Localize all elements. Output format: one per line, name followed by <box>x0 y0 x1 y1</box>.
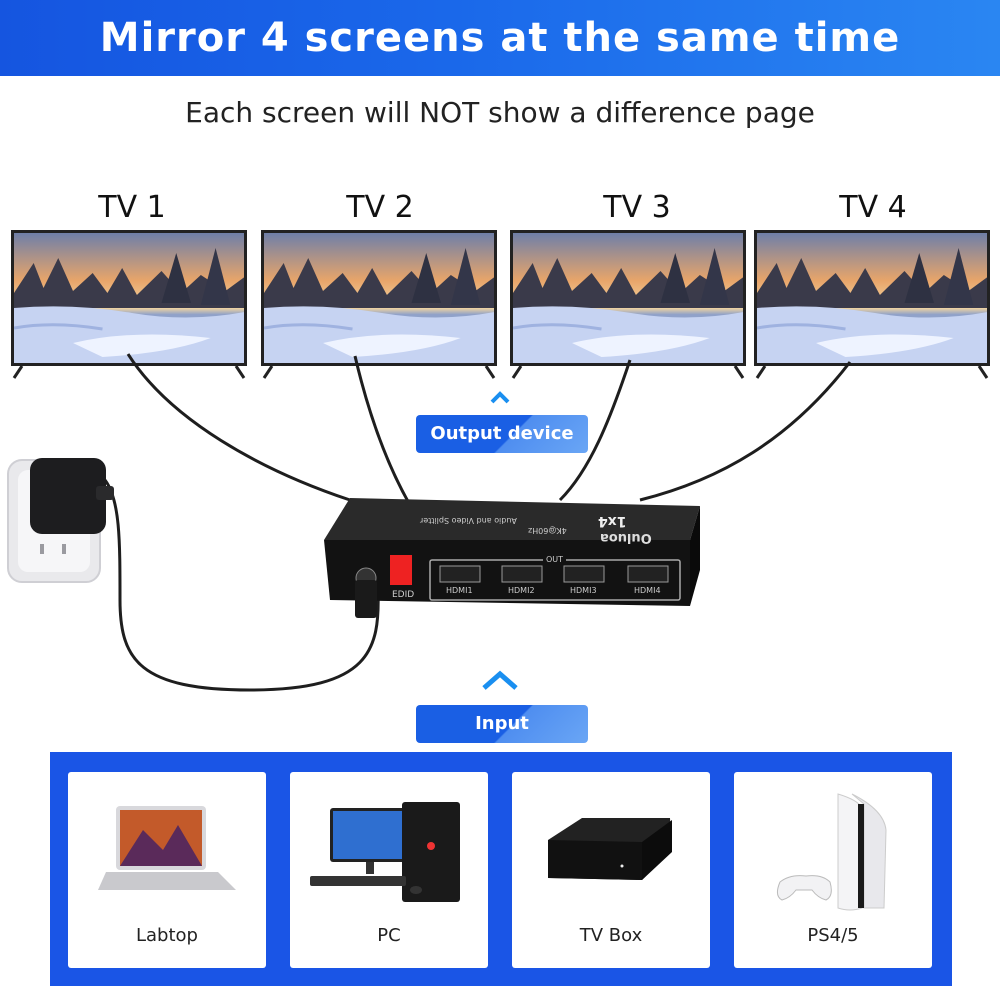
edid-label: EDID <box>392 590 415 600</box>
tv-screen-2 <box>261 230 497 366</box>
splitter-model: 1x4 <box>598 513 627 529</box>
splitter-spec: 4K@60Hz <box>528 526 567 535</box>
charger-icon <box>30 458 114 534</box>
device-card-tv-box: TV Box <box>512 772 710 968</box>
device-label-laptop: Labtop <box>136 925 198 946</box>
device-card-console: PS4/5 <box>734 772 932 968</box>
port-label-3: HDMI3 <box>570 586 597 595</box>
input-label: Input <box>416 705 588 743</box>
tv-label-3: TV 3 <box>603 190 671 225</box>
desktop-pc-icon <box>310 802 460 902</box>
tv-box-icon <box>548 818 672 880</box>
hdmi-splitter <box>324 498 700 618</box>
input-devices-panel: Labtop PC TV Box PS4/5 <box>50 752 952 986</box>
device-card-pc: PC <box>290 772 488 968</box>
device-label-pc: PC <box>377 925 401 946</box>
tv-screen-4 <box>754 230 990 366</box>
tv-label-4: TV 4 <box>839 190 907 225</box>
device-card-laptop: Labtop <box>68 772 266 968</box>
tv-screen-1 <box>11 230 247 366</box>
tv-label-1: TV 1 <box>98 190 166 225</box>
port-label-2: HDMI2 <box>508 586 535 595</box>
port-label-1: HDMI1 <box>446 586 473 595</box>
device-label-console: PS4/5 <box>807 925 859 946</box>
splitter-brand: Ouluoa <box>600 530 652 545</box>
game-console-icon <box>776 793 887 911</box>
connection-diagram <box>7 353 989 692</box>
out-label: OUT <box>543 555 567 564</box>
chevron-up-icon <box>482 670 518 690</box>
laptop-icon <box>98 806 236 890</box>
port-label-4: HDMI4 <box>634 586 661 595</box>
tv-label-2: TV 2 <box>346 190 414 225</box>
subtitle: Each screen will NOT show a difference p… <box>185 96 815 129</box>
device-label-tv-box: TV Box <box>579 925 643 946</box>
page-title: Mirror 4 screens at the same time <box>0 0 1000 76</box>
output-device-label: Output device <box>416 415 588 453</box>
chevron-up-icon <box>490 391 510 404</box>
splitter-description: Audio and Video Splitter <box>420 516 517 525</box>
